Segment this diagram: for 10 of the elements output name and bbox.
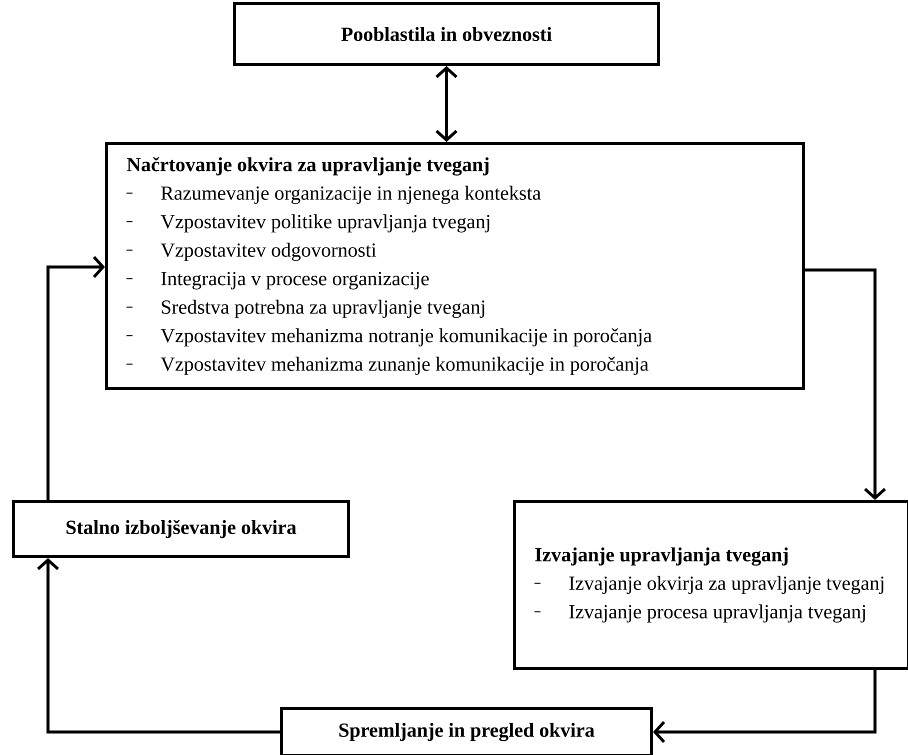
arrow xyxy=(37,558,280,734)
arrow xyxy=(653,670,876,743)
arrow xyxy=(805,268,886,500)
arrow xyxy=(436,66,458,142)
process-box: Stalno izboljševanje okvira xyxy=(12,500,350,558)
process-box: Načrtovanje okvira za upravljanje tveganj Razumevanje organizacije in njenega konteksta Vzpostavitev politike upravljanja tveganj Vzpostavitev odgovornosti Integracija v procese organizacije Sredstva potrebna za upravljanje tveganj Vzpostavitev mehanizma notranje komunikacije in poročanja Vzpostavitev mehanizma zunanje komunikacije in poročanja xyxy=(105,142,805,390)
process-box: Spremljanje in pregled okvira xyxy=(280,707,653,755)
process-box: Izvajanje upravljanja tveganj Izvajanje okvirja za upravljanje tveganj Izvajanje procesa upravljanja tveganj xyxy=(513,500,908,670)
process-box: Pooblastila in obveznosti xyxy=(233,2,660,66)
arrow xyxy=(46,256,105,500)
